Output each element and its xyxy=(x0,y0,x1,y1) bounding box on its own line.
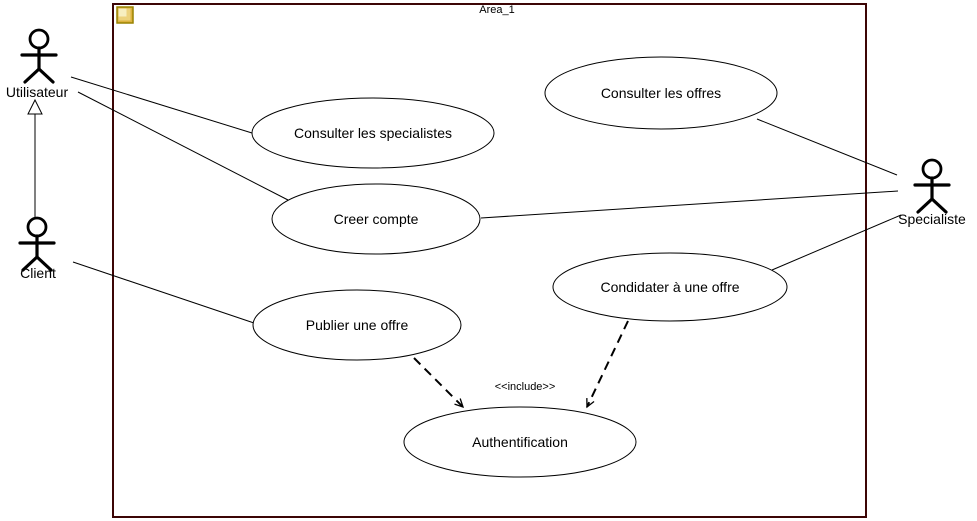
include-stereotype-label: <<include>> xyxy=(495,381,556,393)
usecase-label: Creer compte xyxy=(334,211,419,227)
usecase-ellipse[interactable] xyxy=(403,406,637,478)
association-utilisateur-consulter-specialistes[interactable] xyxy=(70,76,253,134)
usecase-label: Publier une offre xyxy=(306,317,409,333)
usecase-authentification[interactable]: Authentification xyxy=(403,406,637,478)
actor-head xyxy=(28,28,50,50)
actor-leg-left xyxy=(21,255,39,272)
area-title: Area_1 xyxy=(479,4,514,16)
actor-head xyxy=(921,158,943,180)
usecase-ellipse[interactable] xyxy=(252,289,462,361)
actor-label: Specialiste xyxy=(898,211,966,227)
include-publier-offre-authentification[interactable] xyxy=(413,357,465,409)
usecase-ellipse[interactable] xyxy=(552,252,788,322)
association-utilisateur-creer-compte[interactable] xyxy=(77,91,289,201)
actor-leg-right xyxy=(37,67,55,84)
actor-label: Client xyxy=(20,265,56,281)
usecase-condidater-offre[interactable]: Condidater à une offre xyxy=(552,252,788,322)
usecase-ellipse[interactable] xyxy=(251,97,495,169)
area-icon xyxy=(116,6,134,24)
usecase-label: Condidater à une offre xyxy=(600,279,739,295)
association-specialiste-condidater-offre[interactable] xyxy=(771,214,902,271)
usecase-ellipse[interactable] xyxy=(544,56,778,130)
actor-figure-icon xyxy=(20,28,58,84)
area-icon-highlight xyxy=(118,8,127,17)
actor-client[interactable]: Client xyxy=(18,216,56,281)
usecase-consulter-offres[interactable]: Consulter les offres xyxy=(544,56,778,130)
usecase-publier-offre[interactable]: Publier une offre xyxy=(252,289,462,361)
actor-utilisateur[interactable]: Utilisateur xyxy=(6,28,69,100)
usecase-ellipse[interactable] xyxy=(271,183,481,255)
usecase-label: Authentification xyxy=(472,434,568,450)
actor-figure-icon xyxy=(18,216,56,272)
actor-leg-left xyxy=(23,67,41,84)
actor-figure-icon xyxy=(913,158,951,214)
actor-label: Utilisateur xyxy=(6,84,69,100)
usecase-consulter-specialistes[interactable]: Consulter les specialistes xyxy=(251,97,495,169)
actor-leg-left xyxy=(916,197,934,214)
usecase-label: Consulter les offres xyxy=(601,85,721,101)
actor-leg-right xyxy=(35,255,53,272)
association-client-publier-offre[interactable] xyxy=(72,261,255,324)
actor-specialiste[interactable]: Specialiste xyxy=(898,158,966,227)
usecase-label: Consulter les specialistes xyxy=(294,125,452,141)
include-condidater-offre-authentification[interactable] xyxy=(586,320,629,409)
area-boundary[interactable] xyxy=(112,3,867,518)
usecase-creer-compte[interactable]: Creer compte xyxy=(271,183,481,255)
actor-head xyxy=(26,216,48,238)
generalization-client-utilisateur[interactable] xyxy=(27,98,43,218)
actor-leg-right xyxy=(930,197,948,214)
association-specialiste-consulter-offres[interactable] xyxy=(756,118,898,176)
generalization-triangle-icon xyxy=(27,98,43,115)
association-specialiste-creer-compte[interactable] xyxy=(480,190,899,219)
